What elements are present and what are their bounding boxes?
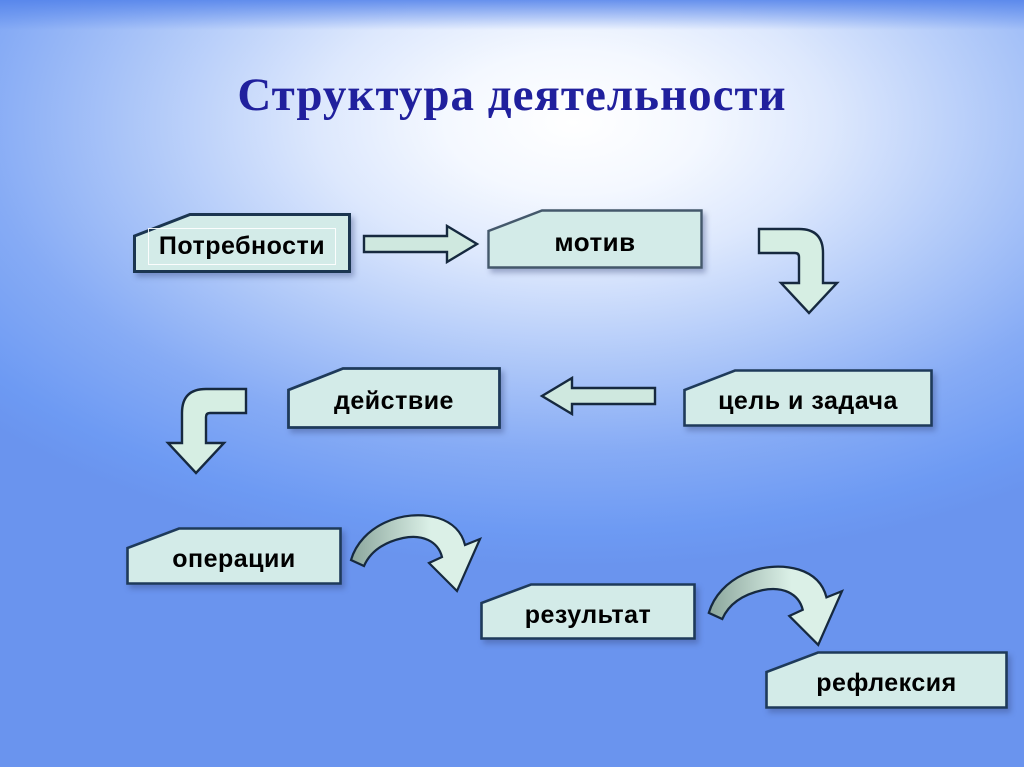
node-label: мотив — [487, 209, 703, 269]
bent-arrow-down-left-icon — [162, 387, 248, 475]
node-label-text: действие — [334, 387, 454, 415]
slide-title: Структура деятельности — [237, 69, 787, 121]
node-tsel-i-zadacha: цель и задача — [683, 369, 933, 427]
snip-corner-box-shape — [287, 367, 501, 429]
snip-corner-box-shape — [480, 583, 696, 640]
snip-corner-box-shape — [487, 209, 703, 269]
snip-corner-box-shape — [765, 651, 1008, 709]
bent-arrow-down-right-icon — [757, 227, 843, 315]
node-label: цель и задача — [683, 369, 933, 427]
node-potrebnosti: Потребности — [133, 213, 351, 273]
node-label: действие — [287, 367, 501, 429]
node-label: результат — [480, 583, 696, 640]
node-operatsii: операции — [126, 527, 342, 585]
node-label-text: мотив — [554, 227, 636, 257]
node-label-text: цель и задача — [718, 387, 898, 415]
node-label-text: результат — [524, 600, 652, 629]
node-refleksiya: рефлексия — [765, 651, 1008, 709]
node-motiv: мотив — [487, 209, 703, 269]
block-arrow-left-icon — [539, 376, 657, 416]
node-label: рефлексия — [765, 651, 1008, 709]
node-rezultat: результат — [480, 583, 696, 640]
snip-corner-box-shape — [683, 369, 933, 427]
node-label-text: рефлексия — [816, 669, 957, 697]
node-label-text: Потребности — [147, 228, 337, 265]
curved-arch-arrow-icon — [700, 553, 858, 650]
node-deystvie: действие — [287, 367, 501, 429]
node-label-text: операции — [172, 545, 296, 573]
node-label: Потребности — [133, 213, 351, 273]
curved-arch-arrow-icon — [343, 502, 495, 596]
snip-corner-box-shape — [126, 527, 342, 585]
node-label: операции — [126, 527, 342, 585]
block-arrow-right-icon — [362, 224, 480, 264]
